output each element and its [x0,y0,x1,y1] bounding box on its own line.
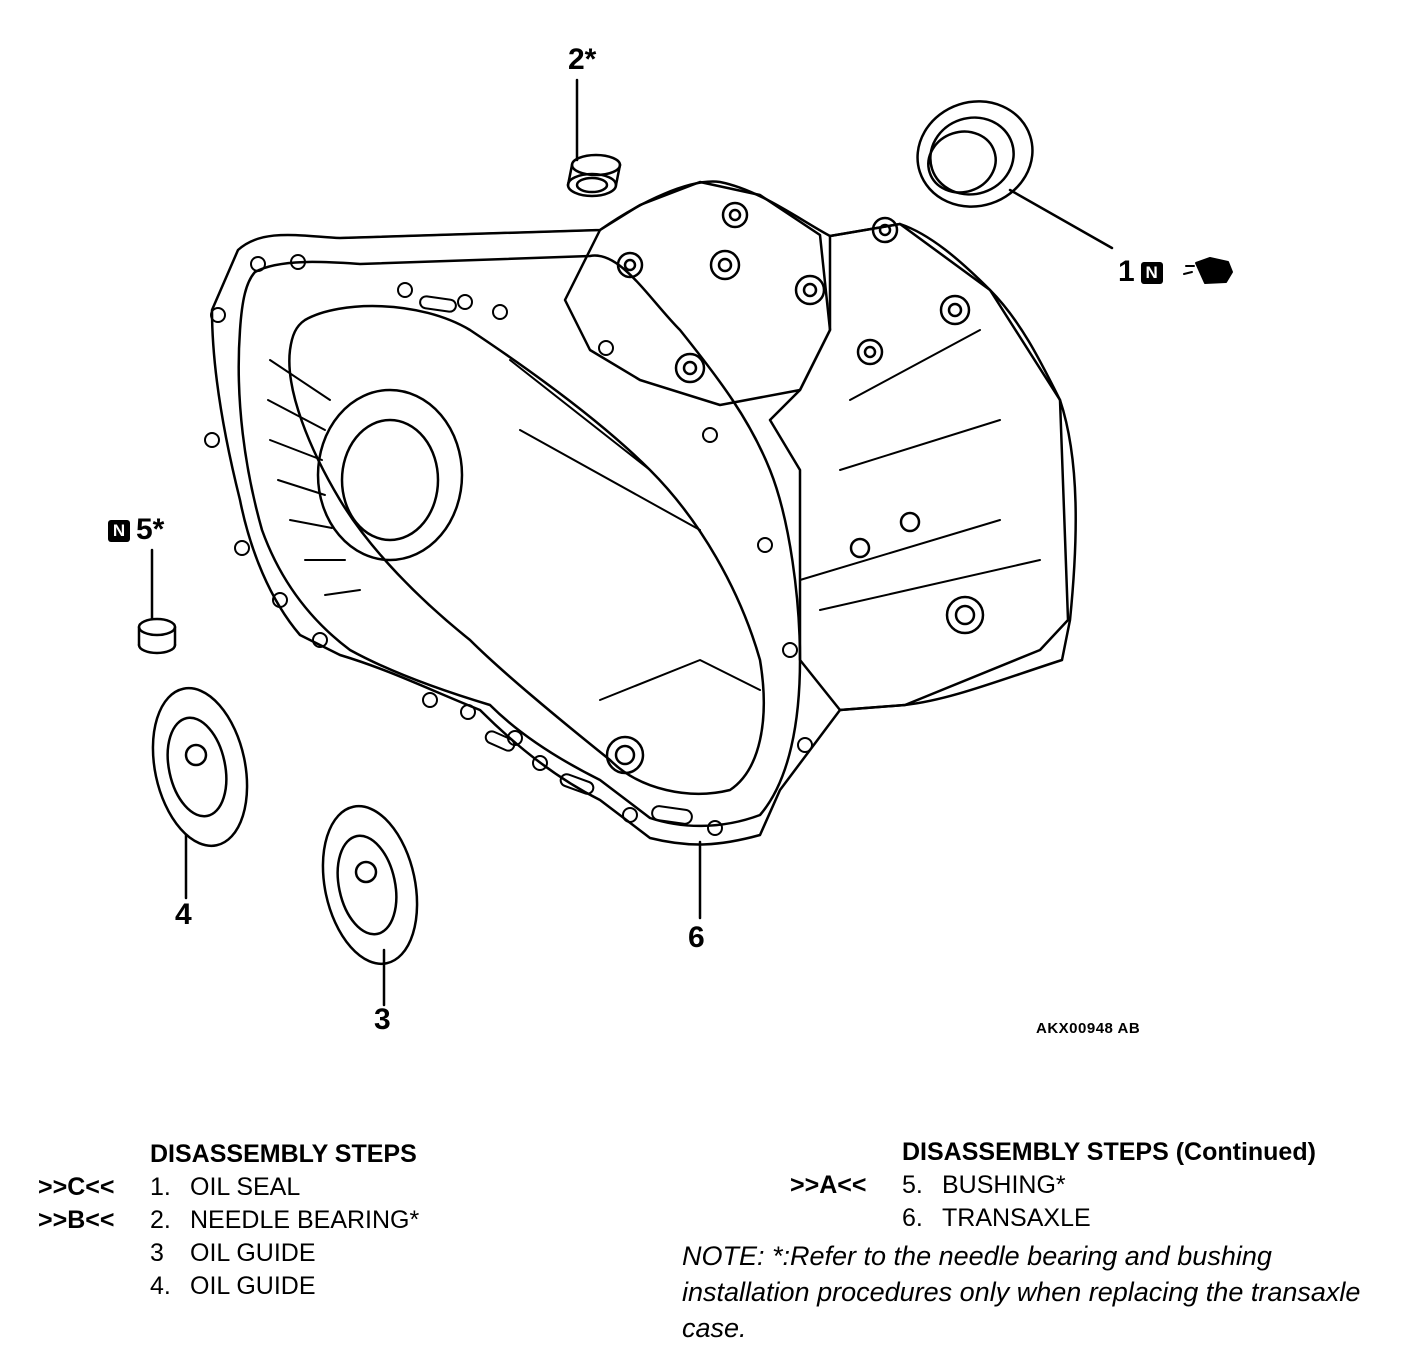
new-part-icon: N [108,520,130,543]
step-label: OIL SEAL [190,1173,301,1201]
bell-opening [288,304,765,795]
step-mark: >>A<< [790,1171,867,1199]
oil-guide-part-3 [321,804,419,1007]
step-label: OIL GUIDE [190,1239,316,1267]
differential-bore [316,388,464,562]
mounting-bosses [605,201,985,775]
callout-3: 3 [374,1003,391,1036]
gasket-face-inner [237,254,802,828]
transaxle-case [204,180,1077,846]
transaxle-exploded-diagram [137,78,1233,1007]
step-number: 4. [150,1272,171,1300]
bushing-part-5 [137,548,177,655]
step-row: 3 OIL GUIDE [150,1237,419,1270]
new-part-icon: N [1140,262,1163,285]
case-detail-lines [339,229,1041,701]
step-row: 4. OIL GUIDE [150,1270,419,1303]
disassembly-steps-right: DISASSEMBLY STEPS (Continued) >>A<< 5. BU… [790,1136,1316,1235]
step-number: 2. [150,1206,171,1234]
step-label: NEEDLE BEARING* [190,1206,420,1234]
step-row: >>C<< 1. OIL SEAL [38,1171,419,1204]
housing-flange-outline [210,180,1077,846]
step-number: 1. [150,1173,171,1201]
step-mark: >>C<< [38,1173,115,1201]
oil-seal-part-1 [916,100,1114,250]
figure-code: AKX00948 AB [1036,1020,1141,1037]
callout-6: 6 [688,921,705,954]
needle-bearing-part-2 [566,78,622,198]
step-label: TRANSAXLE [942,1204,1091,1232]
flange-bolt-holes [204,254,813,836]
shift-tower [563,180,832,407]
step-number: 5. [902,1171,923,1199]
step-label: OIL GUIDE [190,1272,316,1300]
callout-1-number: 1 [1118,255,1135,288]
callout-5-number: 5* [136,513,165,546]
step-row: >>A<< 5. BUSHING* [790,1169,1316,1202]
step-label: BUSHING* [942,1171,1066,1199]
differential-bore-inner [340,418,440,542]
callout-2: 2* [568,43,597,76]
step-mark: >>B<< [38,1206,115,1234]
grease-icon [1183,257,1233,284]
callout-5: N 5* [108,515,164,545]
disassembly-steps-left: DISASSEMBLY STEPS >>C<< 1. OIL SEAL >>B<<… [38,1138,420,1303]
step-number: 6. [902,1204,923,1232]
bell-ribs [267,359,361,596]
flange-slots [419,295,693,825]
rear-body [768,222,1070,712]
steps-header-continued: DISASSEMBLY STEPS (Continued) [902,1138,1316,1166]
step-number: 3 [150,1239,164,1267]
oil-guide-part-4 [151,686,249,900]
step-row: >>B<< 2. NEEDLE BEARING* [38,1204,420,1237]
step-row: 6. TRANSAXLE [902,1202,1316,1235]
callout-4: 4 [175,898,192,931]
replacement-note: NOTE: *:Refer to the needle bearing and … [682,1241,1361,1343]
steps-header: DISASSEMBLY STEPS [150,1140,417,1168]
